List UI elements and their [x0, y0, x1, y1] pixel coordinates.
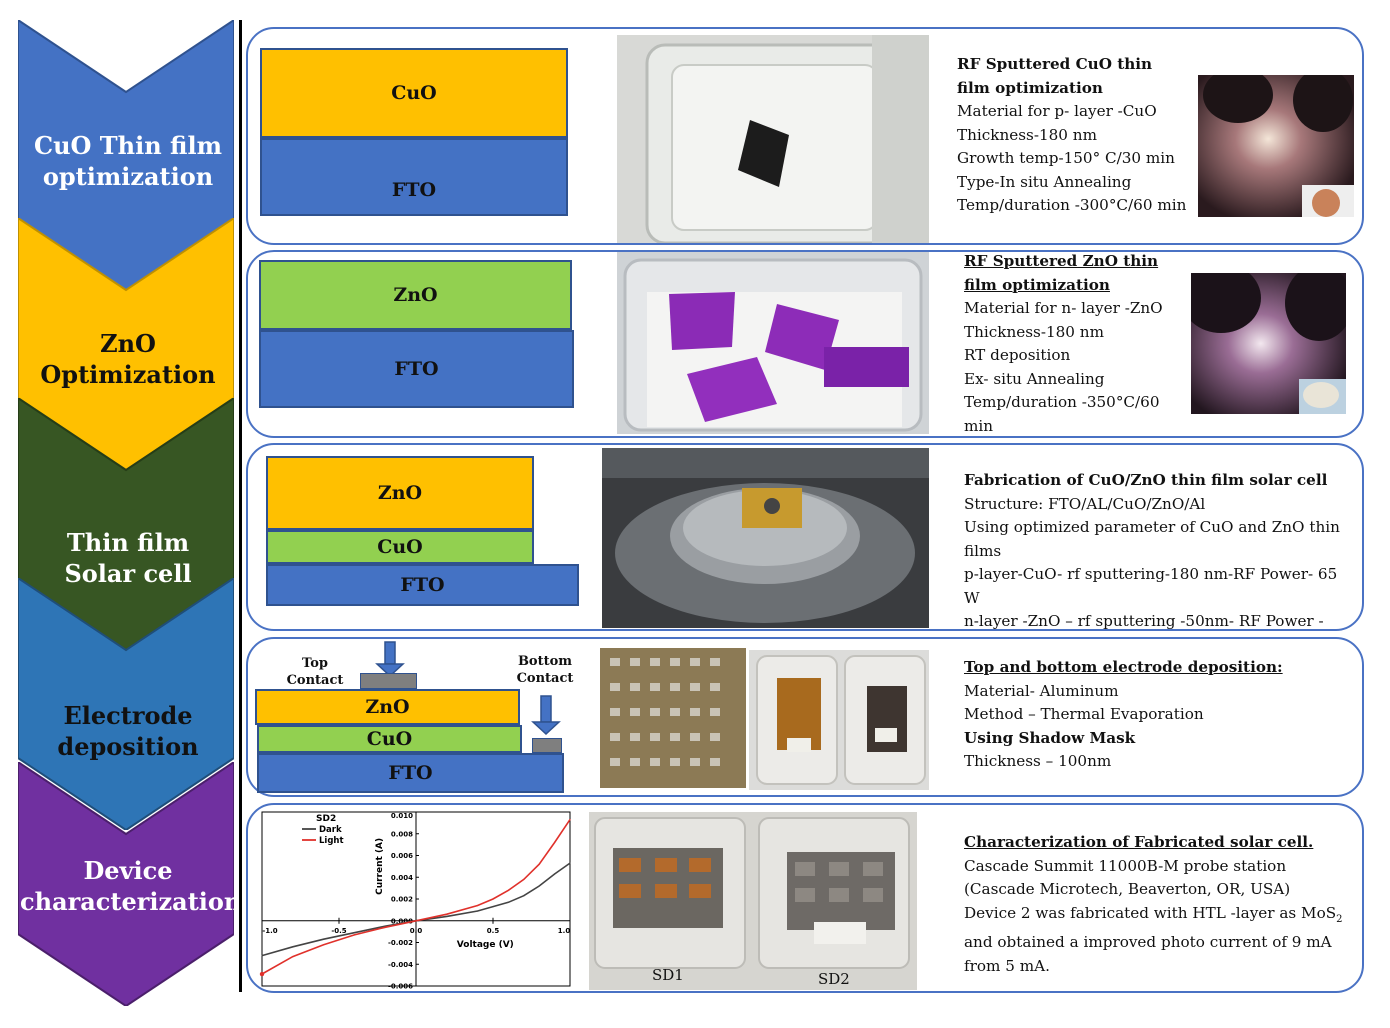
x-tick-label: 0.5 — [487, 927, 500, 935]
bottom-contact-pad — [532, 738, 562, 753]
iv-curve-chart: -1.0 -0.5 0.0 0.5 1.0 -0.006 -0.004 -0.002 0.000… — [259, 811, 571, 991]
data-point-light — [323, 944, 325, 946]
zno-chamber-photo — [1191, 273, 1346, 414]
y-tick-label: 0.010 — [391, 812, 413, 820]
series-line-dark — [261, 862, 571, 957]
x-axis-label: Voltage (V) — [457, 940, 514, 950]
layer-fto: FTO — [259, 330, 574, 408]
y-tick-label: 0.006 — [391, 852, 413, 860]
layer-cuo: CuO — [266, 530, 534, 564]
sample-label-sd1: SD1 — [652, 966, 684, 984]
cuo-sample-photo — [617, 35, 929, 243]
sample-label-sd2: SD2 — [818, 970, 850, 988]
data-point-dark — [446, 915, 448, 917]
layer-zno: ZnO — [259, 260, 572, 330]
data-point-light — [492, 898, 494, 900]
data-point-dark — [538, 885, 540, 887]
layer-cuo: CuO — [257, 725, 522, 753]
cuo-chamber-photo — [1198, 75, 1354, 217]
data-point-dark — [292, 946, 294, 948]
sputter-stage-photo — [602, 448, 929, 628]
x-tick-label: 0.0 — [410, 927, 423, 935]
panel2-description: RF Sputtered ZnO thin film optimization … — [964, 252, 1163, 435]
layer-zno: ZnO — [266, 456, 534, 530]
chart-title: SD2 — [316, 814, 336, 824]
layer-fto: FTO — [260, 138, 568, 216]
step-chevron-1 — [18, 20, 234, 292]
series-line-light — [261, 819, 571, 975]
divider-line — [239, 20, 242, 992]
top-contact-arrow — [375, 641, 405, 678]
legend-label-light: Light — [319, 836, 344, 846]
data-point-light — [353, 934, 355, 936]
x-tick-label: -1.0 — [262, 927, 277, 935]
x-tick-label: 1.0 — [558, 927, 571, 935]
data-point-dark — [323, 938, 325, 940]
data-point-dark — [554, 873, 556, 875]
zno-sample-photo — [617, 252, 929, 434]
panel5-description: Characterization of Fabricated solar cel… — [964, 833, 1343, 975]
data-point-dark — [523, 895, 525, 897]
electrode-samples-photo — [749, 650, 929, 790]
data-point-light — [569, 819, 571, 821]
step-chevron-5 — [18, 762, 234, 1006]
data-point-light — [523, 878, 525, 881]
data-point-light — [507, 889, 509, 891]
panel3-description: Fabrication of CuO/ZnO thin film solar c… — [964, 471, 1340, 654]
bottom-contact-label: Bottom Contact — [516, 654, 574, 686]
layer-fto: FTO — [257, 753, 564, 793]
data-point-dark — [477, 910, 479, 912]
data-point-light — [415, 920, 417, 922]
panel1-description: RF Sputtered CuO thin film optimization … — [957, 55, 1187, 214]
y-tick-label: 0.008 — [391, 830, 413, 838]
shadow-mask-photo — [600, 648, 746, 788]
light-start-marker — [259, 971, 265, 977]
y-tick-label: -0.002 — [388, 939, 413, 947]
y-tick-label: -0.004 — [388, 961, 413, 969]
data-point-dark — [492, 906, 494, 908]
bottom-contact-arrow — [531, 695, 561, 736]
layer-zno: ZnO — [255, 689, 520, 725]
step-chevron-2 — [18, 218, 234, 470]
y-tick-label: 0.002 — [391, 896, 413, 904]
data-point-light — [554, 841, 556, 844]
layer-cuo: CuO — [260, 48, 568, 138]
data-point-light — [446, 913, 448, 915]
data-point-light — [292, 956, 294, 958]
y-axis-label: Current (A) — [375, 838, 385, 895]
device-samples-photo — [589, 812, 917, 990]
data-point-dark — [507, 901, 509, 903]
data-point-light — [384, 926, 386, 928]
top-contact-label: Top Contact — [286, 656, 344, 688]
y-tick-label: -0.006 — [388, 983, 413, 991]
y-tick-label: 0.004 — [391, 874, 413, 882]
top-contact-pad — [360, 673, 417, 689]
step-chevron-3 — [18, 398, 234, 653]
panel4-description: Top and bottom electrode deposition: Mat… — [964, 658, 1283, 770]
data-point-dark — [353, 932, 355, 934]
data-point-light — [477, 904, 479, 907]
y-tick-label: 0.000 — [391, 917, 413, 925]
x-tick-label: -0.5 — [331, 927, 346, 935]
legend-label-dark: Dark — [319, 825, 342, 835]
layer-fto: FTO — [266, 564, 579, 606]
data-point-light — [538, 863, 540, 865]
data-point-dark — [261, 954, 263, 957]
data-point-dark — [569, 862, 571, 864]
step-chevron-4 — [18, 578, 234, 830]
